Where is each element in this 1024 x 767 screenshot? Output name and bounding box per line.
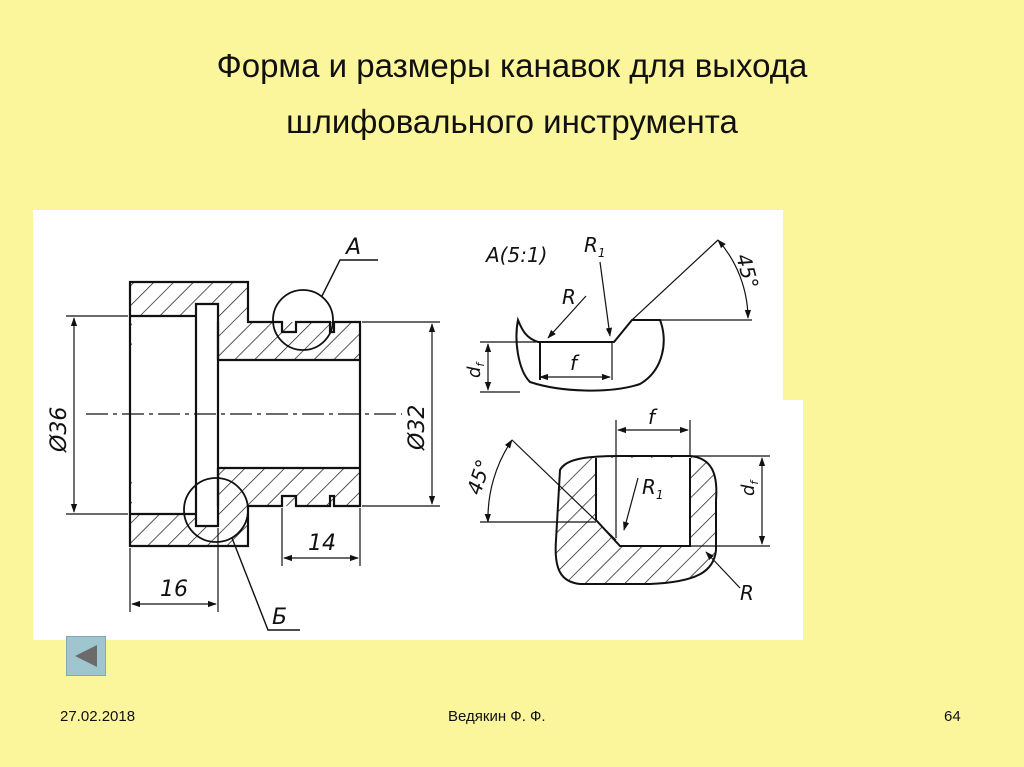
back-button[interactable] bbox=[66, 636, 106, 676]
label-B: Б bbox=[272, 605, 287, 630]
slide-title: Форма и размеры канавок для выхода шлифо… bbox=[0, 38, 1024, 150]
footer-author: Ведякин Ф. Ф. bbox=[448, 708, 546, 725]
detail-A-dimensions bbox=[480, 239, 752, 393]
detail-B-R: R bbox=[740, 581, 754, 605]
dim-16-text: 16 bbox=[160, 577, 188, 602]
hatch-bottom-hub bbox=[218, 468, 360, 506]
detail-B-R1: R1 bbox=[642, 475, 664, 502]
leader-B bbox=[231, 537, 300, 631]
detail-B-f: f bbox=[648, 405, 658, 429]
dimension-16 bbox=[129, 528, 219, 612]
label-A: А bbox=[344, 235, 361, 260]
dimension-14 bbox=[281, 508, 361, 566]
leader-A bbox=[321, 259, 378, 297]
dim-diameter-36-text: Ø36 bbox=[47, 407, 72, 453]
dim-diameter-32-text: Ø32 bbox=[405, 405, 430, 451]
detail-B-groove bbox=[554, 455, 770, 585]
dimension-diameter-32 bbox=[362, 321, 440, 507]
slide-title-line-2: шлифовального инструмента bbox=[286, 103, 738, 140]
slide-title-line-1: Форма и размеры канавок для выхода bbox=[216, 47, 808, 84]
detail-A-f: f bbox=[570, 351, 580, 375]
dim-14-text: 14 bbox=[308, 531, 336, 556]
detail-circle-B bbox=[183, 477, 249, 543]
footer-page-number: 64 bbox=[944, 708, 961, 725]
detail-B-dimensions bbox=[480, 420, 770, 589]
dimension-diameter-36 bbox=[66, 315, 128, 515]
footer-date: 27.02.2018 bbox=[60, 708, 136, 725]
detail-circle-A bbox=[272, 289, 334, 351]
detail-A-R: R bbox=[562, 285, 576, 309]
part-outer-contour bbox=[128, 280, 362, 548]
detail-A-groove bbox=[515, 316, 752, 392]
detail-A-label: А(5:1) bbox=[484, 243, 547, 267]
hatch-top-hub bbox=[218, 322, 360, 360]
detail-A-df: df bbox=[464, 361, 487, 378]
detail-B-df: df bbox=[738, 479, 761, 496]
triangle-left-icon bbox=[75, 645, 97, 667]
detail-A-R1: R1 bbox=[584, 233, 606, 260]
